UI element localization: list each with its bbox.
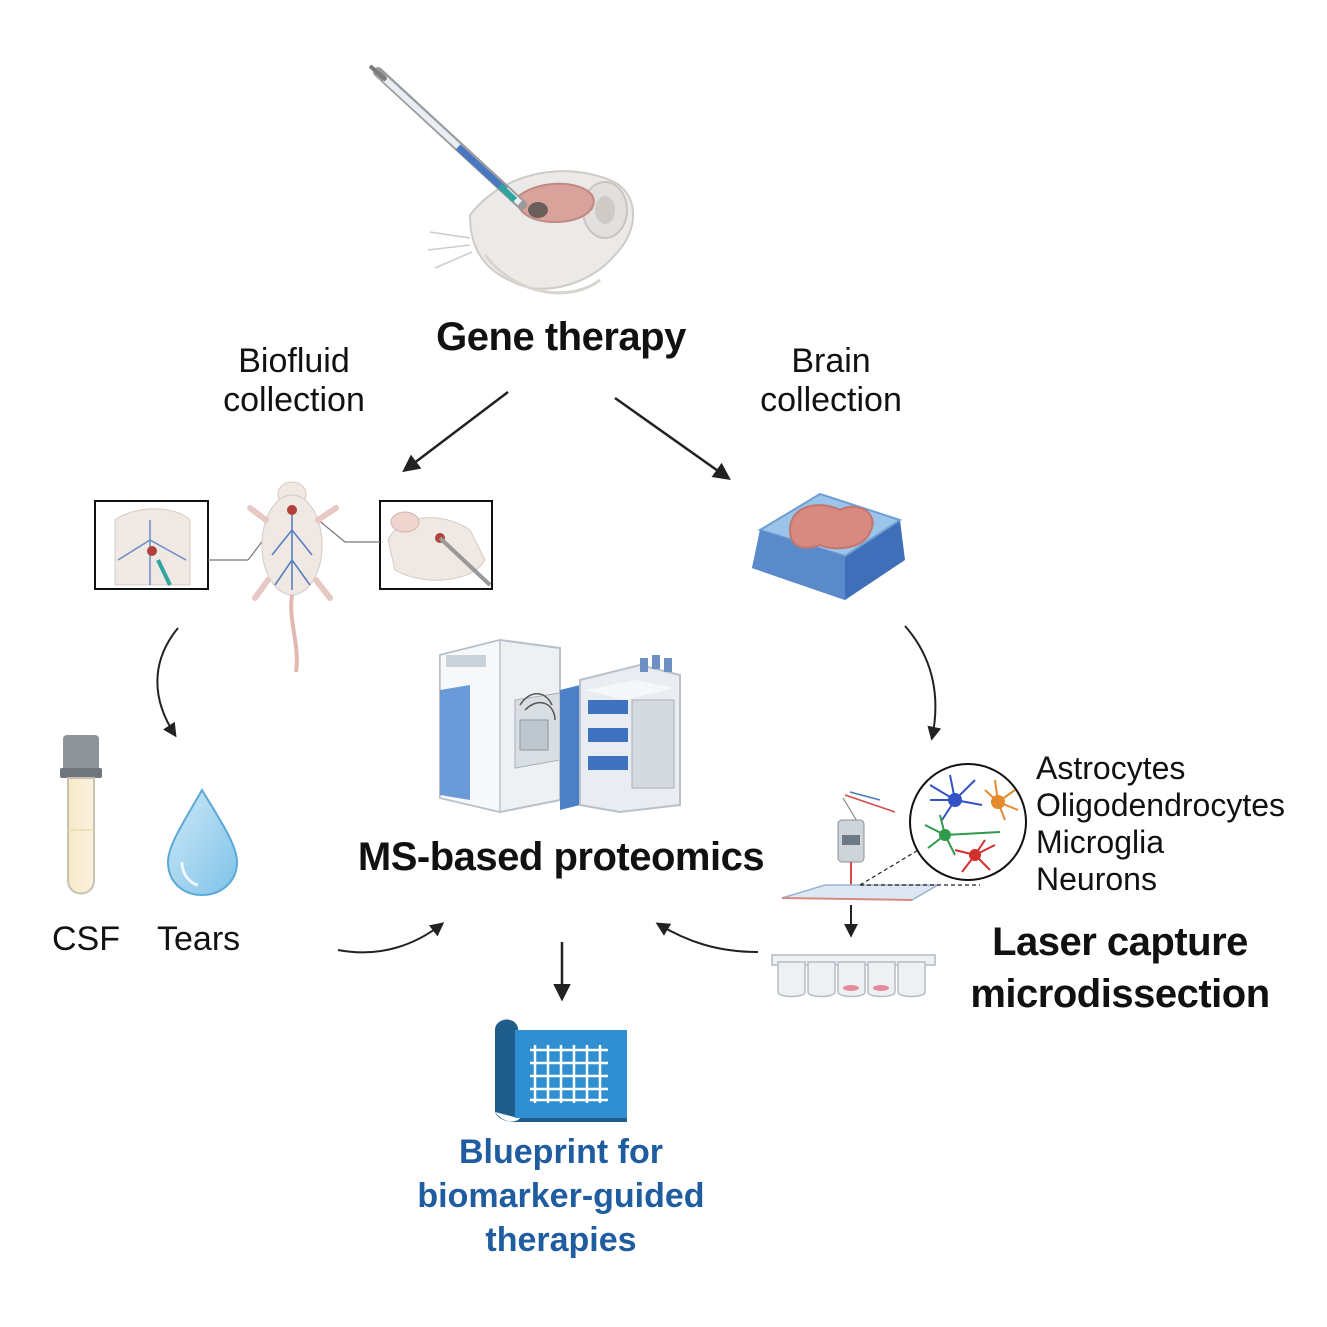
lcm-title: Laser capture microdissection bbox=[970, 916, 1270, 1020]
brain-line2: collection bbox=[760, 381, 902, 420]
csf-label: CSF bbox=[52, 920, 120, 958]
microglia-cell bbox=[924, 814, 1001, 856]
mass-spectrometer-icon bbox=[439, 638, 681, 814]
cell-type-list: Astrocytes Oligodendrocytes Microglia Ne… bbox=[1036, 750, 1285, 898]
brain-line1: Brain bbox=[791, 342, 871, 380]
blueprint-title: Blueprint for biomarker-guided therapies bbox=[417, 1130, 704, 1262]
ms-proteomics-title: MS-based proteomics bbox=[357, 835, 765, 879]
astrocyte-cell bbox=[929, 774, 983, 821]
cell-type-oligodendrocytes: Oligodendrocytes bbox=[1036, 787, 1286, 823]
arrow-to-biofluid bbox=[402, 391, 509, 473]
biofluid-collection-label: Biofluid collection bbox=[223, 342, 365, 420]
lcm-line2: microdissection bbox=[970, 972, 1270, 1016]
brain-slice-icon bbox=[752, 492, 905, 600]
arrow-brain-down bbox=[904, 625, 942, 741]
arrow-lcm-to-ms bbox=[655, 922, 759, 953]
cell-type-microglia: Microglia bbox=[1036, 824, 1165, 860]
cell-type-neurons: Neurons bbox=[1036, 861, 1157, 897]
blueprint-line1: Blueprint for bbox=[459, 1133, 663, 1171]
blueprint-line3: therapies bbox=[485, 1221, 637, 1259]
gene-therapy-title: Gene therapy bbox=[436, 315, 686, 359]
biofluid-collection-icon bbox=[94, 481, 493, 673]
biofluid-line1: Biofluid bbox=[238, 342, 350, 380]
brain-collection-label: Brain collection bbox=[760, 342, 902, 420]
oligodendrocyte-cell bbox=[984, 779, 1019, 821]
arrow-to-brain bbox=[614, 396, 731, 481]
microscope-icon bbox=[771, 763, 1027, 998]
tear-drop-icon bbox=[166, 788, 239, 897]
lcm-line1: Laser capture bbox=[992, 920, 1248, 964]
gene-therapy-injection-icon bbox=[368, 64, 635, 295]
blueprint-line2: biomarker-guided bbox=[417, 1177, 705, 1215]
blueprint-icon bbox=[495, 1019, 627, 1122]
csf-tube-icon bbox=[60, 735, 102, 895]
arrow-biofluid-down bbox=[156, 627, 179, 738]
biofluid-line2: collection bbox=[223, 381, 365, 420]
arrow-biofluid-to-ms bbox=[337, 922, 445, 954]
cell-type-astrocytes: Astrocytes bbox=[1036, 750, 1186, 786]
tears-label: Tears bbox=[157, 920, 241, 958]
neuron-cell bbox=[954, 839, 996, 873]
